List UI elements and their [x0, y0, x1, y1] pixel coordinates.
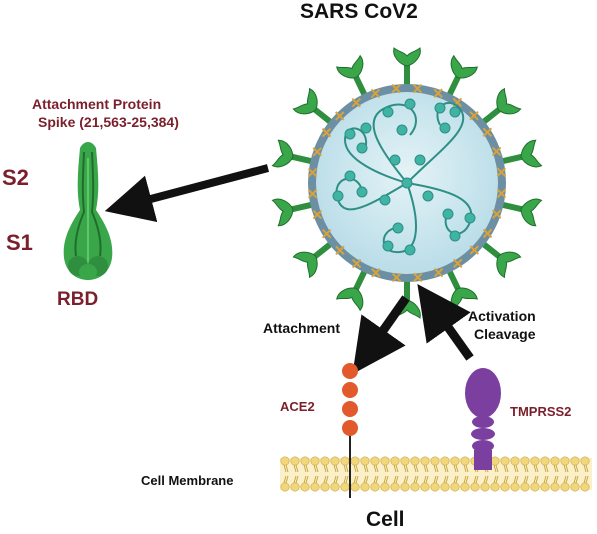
- viral-rna: [332, 98, 476, 256]
- arrow-to-spike: [104, 164, 270, 223]
- label-s2: S2: [2, 165, 29, 190]
- label-attachment: Attachment: [263, 320, 341, 336]
- spike-heading-line2: Spike (21,563-25,384): [38, 114, 179, 130]
- envelope-proteins: [307, 83, 507, 283]
- label-ace2: ACE2: [280, 399, 315, 414]
- arrow-activation: [417, 284, 474, 361]
- spike-heading-line1: Attachment Protein: [32, 96, 162, 112]
- label-cell: Cell: [366, 508, 405, 531]
- tmprss2-protein: [465, 368, 501, 470]
- cell-membrane: [280, 456, 592, 492]
- ace2-receptor: [342, 363, 358, 498]
- label-cell-membrane: Cell Membrane: [141, 473, 234, 488]
- spike-protein-illustration: [63, 142, 113, 280]
- label-rbd: RBD: [57, 289, 99, 310]
- label-activation: Activation: [468, 308, 536, 324]
- arrow-attachment: [352, 295, 410, 375]
- virus-title: SARS CoV2: [300, 0, 418, 23]
- label-tmprss2: TMPRSS2: [510, 404, 572, 419]
- label-cleavage: Cleavage: [474, 326, 536, 342]
- label-s1: S1: [6, 230, 33, 255]
